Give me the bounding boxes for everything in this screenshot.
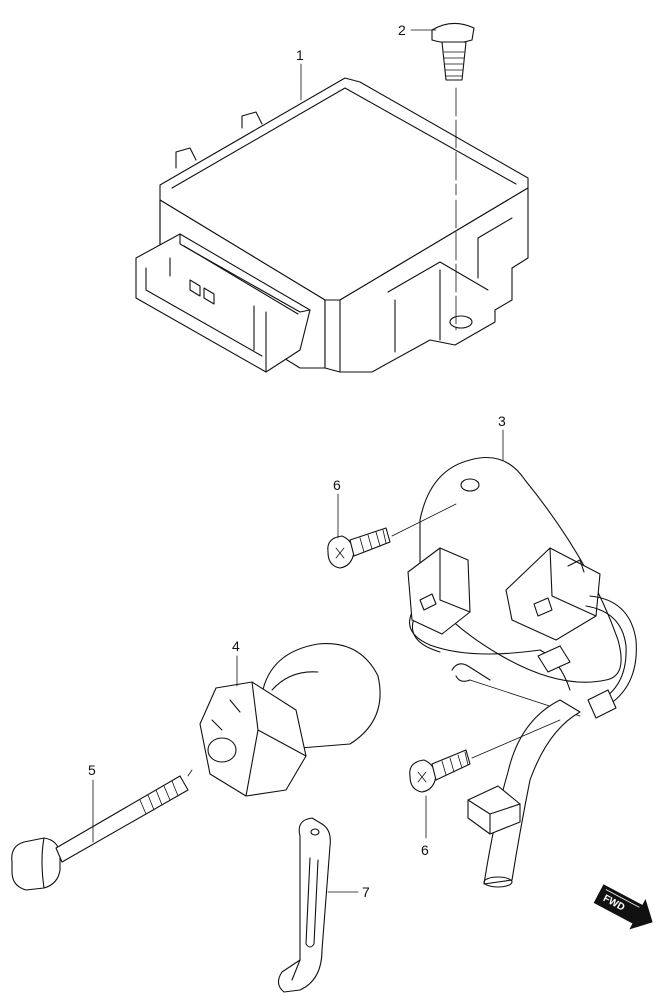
leader-lines xyxy=(92,29,504,893)
screw-top xyxy=(431,22,475,331)
bracket xyxy=(277,817,331,993)
control-unit xyxy=(135,77,529,373)
callout-labels: 1 2 3 4 5 6 6 7 xyxy=(88,22,506,900)
forward-direction-badge: FWD xyxy=(593,884,653,930)
callout-6-lower: 6 xyxy=(421,842,429,858)
callout-1: 1 xyxy=(296,47,304,63)
callout-2: 2 xyxy=(398,22,406,38)
bulb-socket xyxy=(199,643,381,797)
screw-lower xyxy=(409,719,561,793)
sensor-harness xyxy=(407,456,637,888)
screw-upper xyxy=(327,503,457,569)
callout-6-upper: 6 xyxy=(333,477,341,493)
callout-4: 4 xyxy=(232,638,240,654)
callout-7: 7 xyxy=(362,884,370,900)
long-bolt xyxy=(11,769,193,891)
callout-3: 3 xyxy=(498,413,506,429)
callout-5: 5 xyxy=(88,762,96,778)
